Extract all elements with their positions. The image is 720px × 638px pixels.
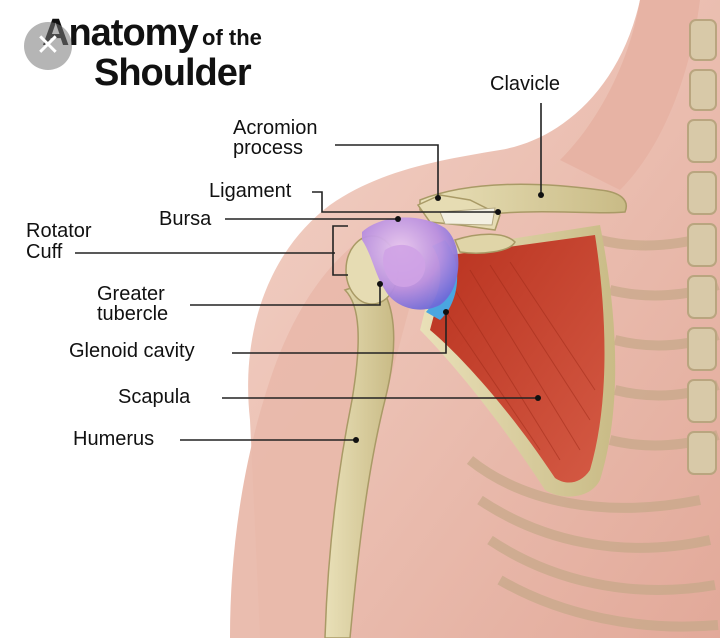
acromion-leader [335,144,439,198]
label-humerus: Humerus [73,428,155,450]
title-line-1: Anatomy of the [42,12,262,55]
scapula-muscle [430,235,605,483]
coracoid-bone [453,233,516,254]
label-greater-line2: tubercle [97,303,169,325]
label-clavicle: Clavicle [490,73,561,95]
leader-dots [353,192,544,443]
label-scapula: Scapula [118,386,191,408]
rotator-bracket [332,225,348,276]
title-of-the: of the [202,25,262,50]
leader-lines [75,103,542,441]
close-button[interactable]: ✕ [24,22,72,70]
spine [687,19,717,475]
title-line-2: Shoulder [94,52,252,95]
neck-muscles [560,0,700,190]
label-greater-line1: Greater [97,283,165,305]
label-acromion-line1: Acromion [233,117,318,139]
label-glenoid-cavity: Glenoid cavity [69,340,195,362]
close-x-icon: ✕ [35,28,61,63]
label-rotator-line1: Rotator [26,220,92,242]
greater-leader [190,284,381,306]
ligament-leader [312,191,498,213]
title-shoulder: Shoulder [94,52,252,94]
label-rotator-line2: Cuff [26,241,63,263]
label-bursa: Bursa [159,208,212,230]
muscle-fibers [444,261,596,461]
humerus-bone [324,279,395,638]
glenoid-leader [232,312,447,354]
label-acromion-line2: process [233,137,304,159]
label-ligament: Ligament [209,180,292,202]
rotator-cuff-tissue [383,244,426,288]
